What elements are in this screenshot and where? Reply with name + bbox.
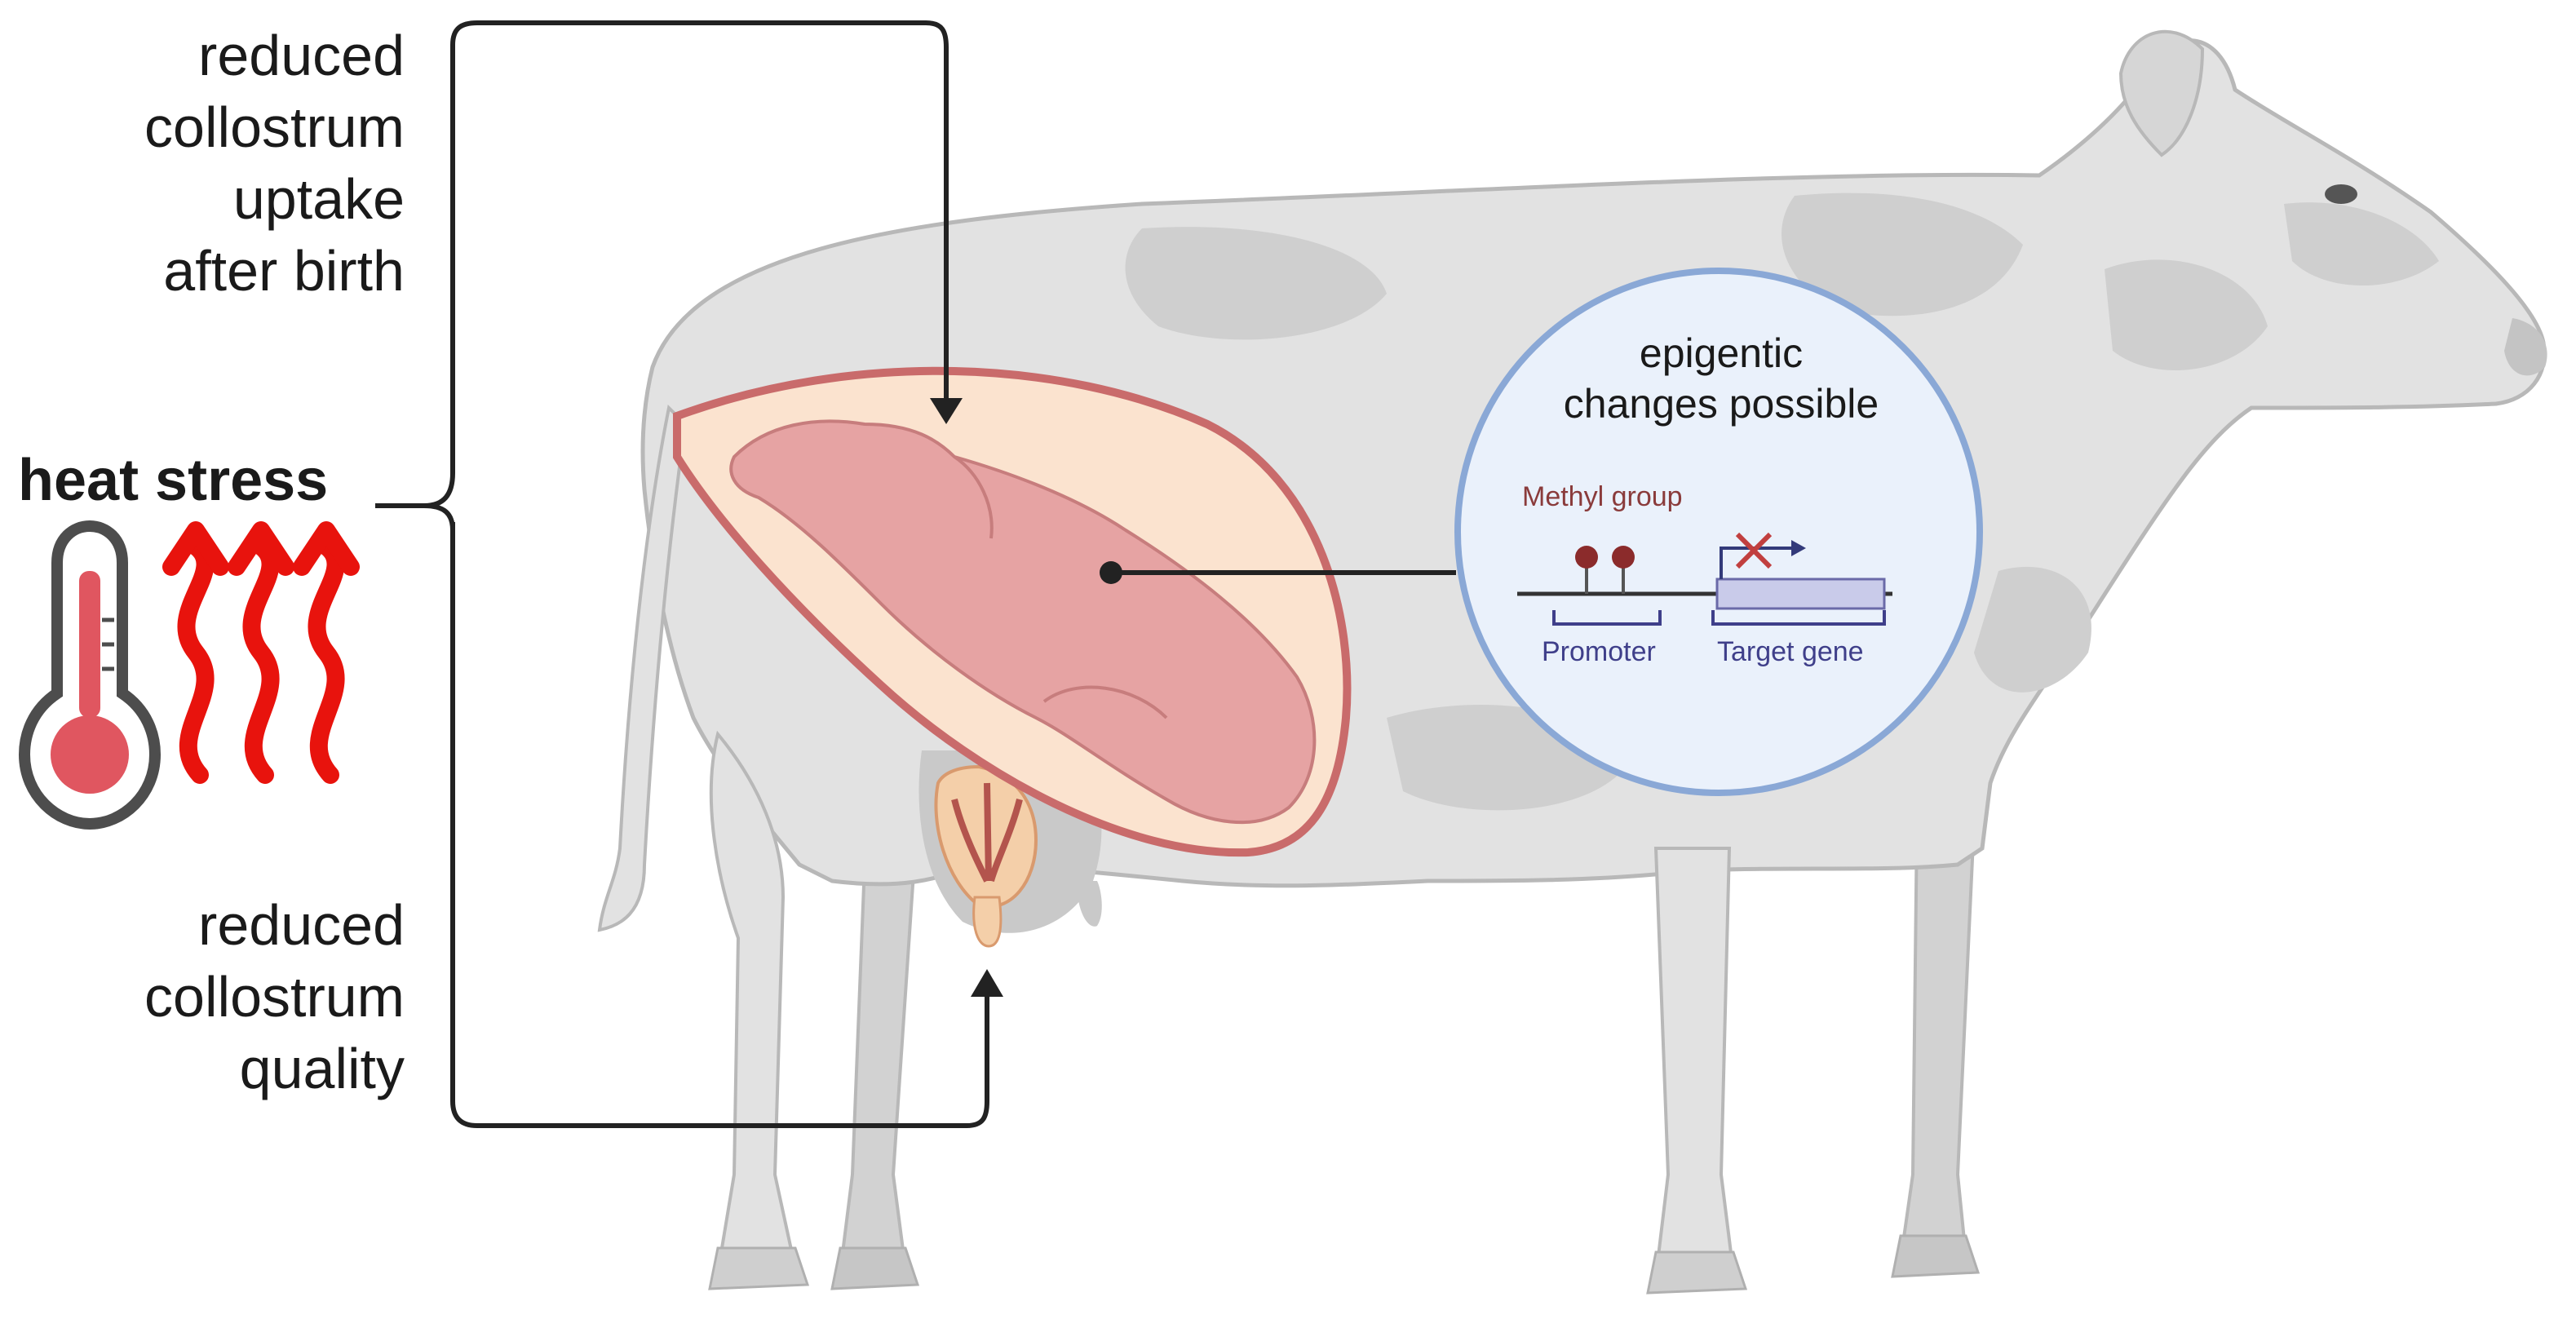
bottom-effect-line: reduced [198,893,405,957]
uterus-illustration [673,366,1352,857]
connector-lines [375,20,1456,1128]
cow-patch [1125,227,1387,340]
bottom-effect-line: quality [239,1037,405,1100]
cow-tail [597,404,688,932]
cow-patch [2284,202,2439,285]
target-gene-label: Target gene [1717,636,1864,667]
cow-patch [1974,566,2091,693]
top-effect-line: uptake [232,167,405,231]
epigenetic-title-line: epigentic [1639,330,1804,376]
methyl-group-marker [1575,546,1598,569]
bracket-connector [375,20,949,508]
blocked-transcription-x-icon [1735,532,1773,569]
arrowhead-bottom [971,969,1003,997]
top-effect-line: collostrum [144,95,405,159]
target-gene-bracket [1711,610,1886,626]
heat-wave-arrow-icon [293,521,360,784]
cow-patch [1782,193,2023,316]
cow-ear [2118,29,2205,157]
promoter-bracket [1552,610,1662,626]
thermometer-icon [18,520,162,830]
cow-far-front-leg [1898,822,1976,1263]
top-effect-line: after birth [163,239,405,303]
cow-nose [2504,318,2547,376]
epigenetic-title: epigentic changes possible [1468,328,1974,429]
promoter-label: Promoter [1542,636,1656,667]
cow-eye [2325,184,2357,204]
cow-hoof [830,1246,920,1290]
methyl-group-label: Methyl group [1522,481,1683,512]
heat-wave-arrow-icon [228,521,294,784]
cow-hoof [708,1246,810,1290]
heat-stress-title: heat stress [18,448,329,513]
cow-hoof [1891,1234,1981,1278]
top-effect-line: reduced [198,24,405,87]
cow-far-hind-leg [838,862,916,1275]
heat-wave-arrow-icon [162,521,229,784]
top-effect-label: reduced collostrum uptake after birth [65,20,405,307]
bottom-effect-line: collostrum [144,965,405,1029]
methyl-group-marker [1612,546,1635,569]
target-gene-box [1715,578,1886,610]
transcription-start-arrow [1720,547,1795,579]
cow-patch [2105,259,2268,370]
epigenetic-zoom-circle [1454,268,1983,796]
epigenetic-title-line: changes possible [1563,381,1879,427]
cow-near-front-leg [1653,847,1736,1279]
bracket-connector-bottom [450,522,989,1128]
calf-illustration [729,419,1317,825]
heat-waves [162,521,360,784]
cow-near-hind-leg [709,730,798,1275]
bottom-effect-label: reduced collostrum quality [65,889,405,1104]
cow-hoof [1646,1250,1748,1295]
arrowhead-top [930,398,963,424]
